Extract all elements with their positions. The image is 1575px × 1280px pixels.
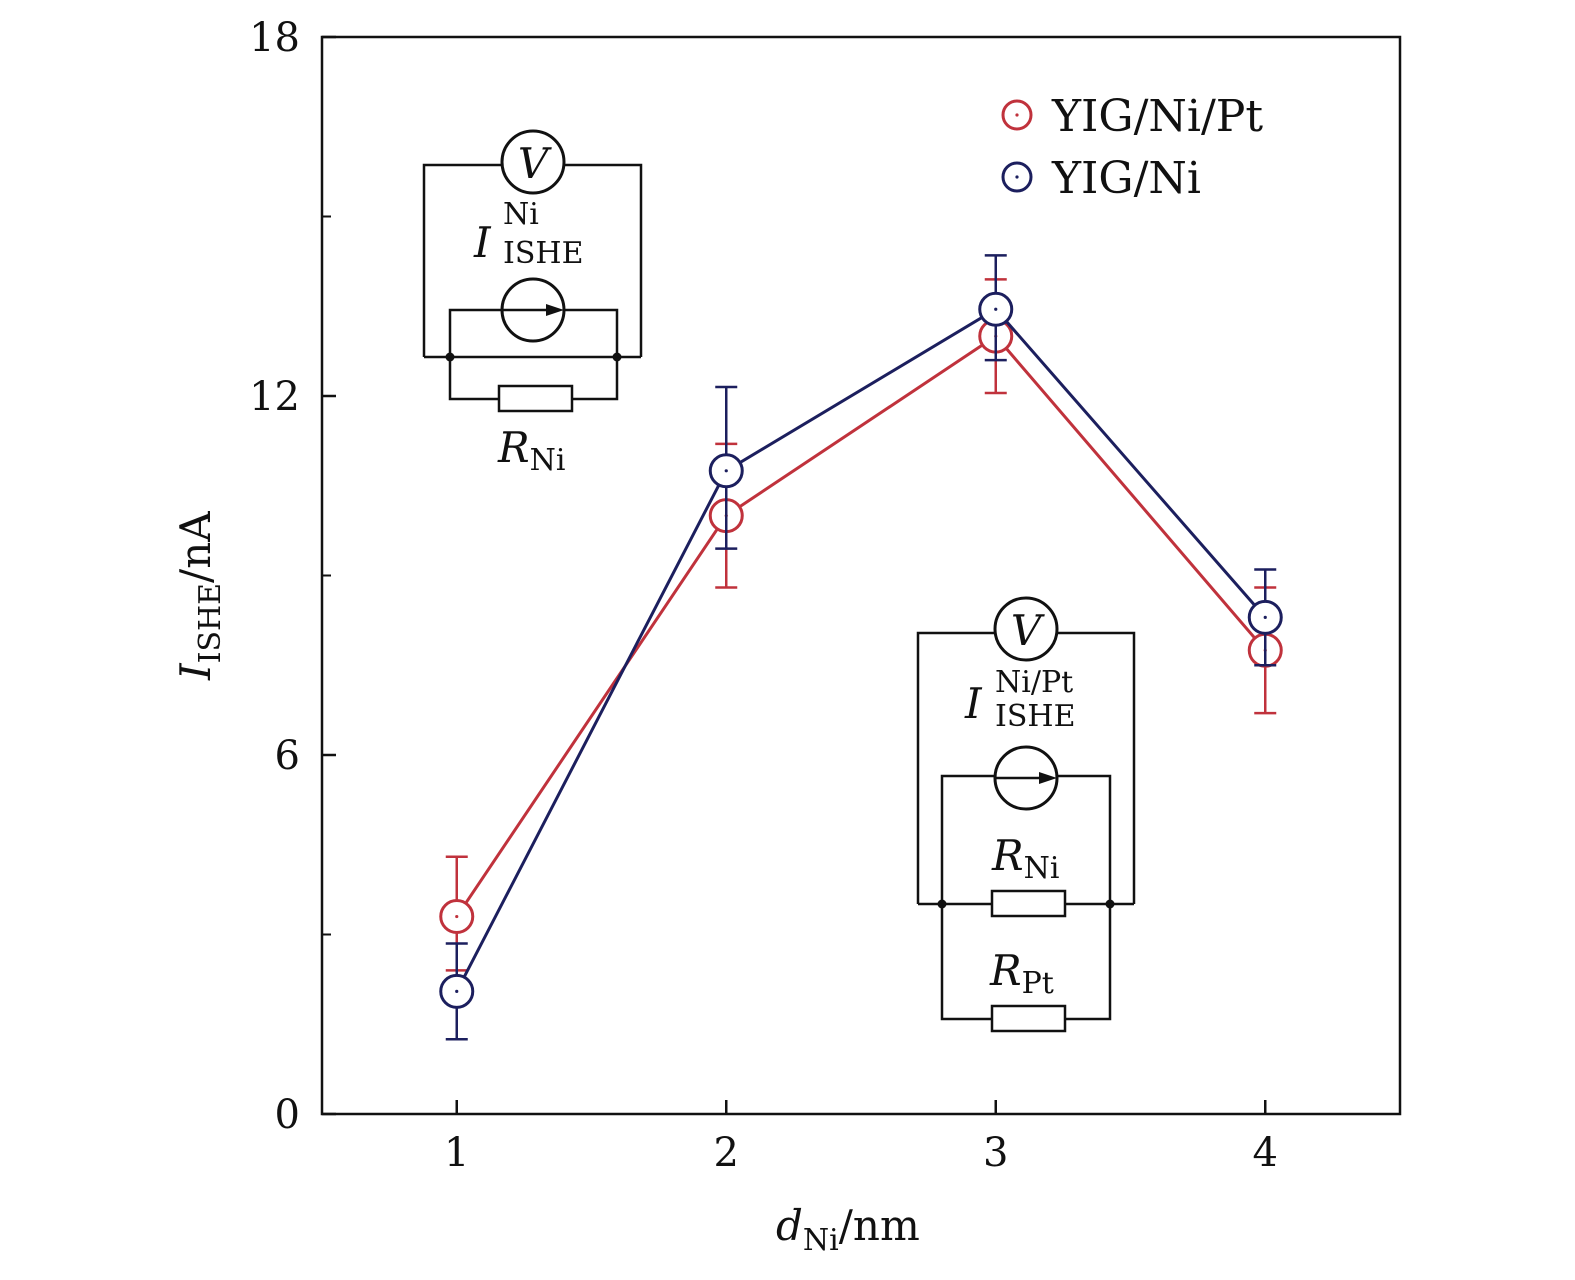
inset1-resistor-wire [448, 357, 619, 401]
data-point-center [994, 307, 998, 311]
series-yig-ni [439, 254, 1283, 1041]
inset1-node-right [612, 352, 622, 362]
x-tick-label: 4 [1253, 1130, 1278, 1176]
inset1-outer-wire [422, 163, 643, 357]
x-axis-label-sub: Ni [803, 1223, 839, 1258]
data-point-center [724, 469, 728, 473]
legend-entry-yig-ni: YIG/Ni [1001, 153, 1201, 204]
inset2-current-sub: ISHE [995, 699, 1075, 734]
inset2-resistor-pt-main: R [989, 946, 1022, 995]
inset1-resistor-sub: Ni [530, 443, 566, 478]
y-tick-label: 18 [249, 15, 300, 61]
inset2-voltmeter-label: V [1011, 606, 1045, 655]
inset1-current-main: I [473, 218, 492, 267]
inset1-source-wire [448, 308, 619, 357]
y-axis-label-sub: ISHE [193, 583, 228, 663]
y-tick-label: 12 [249, 374, 300, 420]
legend-marker-yig-ni [1001, 161, 1033, 193]
inset2-resistor-ni-main: R [991, 831, 1024, 880]
inset2-resistor-ni-sub: Ni [1024, 851, 1060, 886]
inset-circuit-ni: V I Ni ISHE RNi [422, 129, 643, 478]
inset1-voltmeter-icon [500, 129, 566, 195]
plot-frame [320, 35, 1402, 1116]
inset2-current-label: I [964, 679, 983, 728]
inset1-resistor-main: R [497, 423, 530, 472]
inset2-current-arrowhead-icon [1039, 772, 1057, 784]
legend-marker-dot-yig-ni-pt [1015, 113, 1019, 117]
inset1-voltmeter-label: V [518, 139, 552, 188]
inset2-current-main: I [964, 679, 983, 728]
inset1-node-left [445, 352, 455, 362]
inset2-source-wire [940, 774, 1112, 904]
series-yig-ni-pt [439, 278, 1283, 972]
x-axis-label-unit: /nm [839, 1201, 920, 1250]
series-group [439, 254, 1283, 1041]
y-tick-label: 0 [275, 1092, 300, 1138]
legend-label-yig-ni-pt: YIG/Ni/Pt [1051, 91, 1263, 142]
inset2-node-right [1105, 899, 1115, 909]
legend-marker-dot-yig-ni [1015, 175, 1019, 179]
y-axis-label-main: I [171, 662, 220, 681]
legend-marker-yig-ni-pt [1001, 99, 1033, 131]
inset2-resistor-pt-icon [990, 1004, 1067, 1033]
series-line [455, 334, 1267, 918]
inset2-outer-wire [916, 631, 1136, 904]
inset-circuit-ni-pt: V I Ni/Pt ISHE RNi RPt [916, 596, 1136, 1033]
inset1-resistor-icon [497, 384, 574, 413]
data-point-center [455, 914, 459, 919]
inset1-current-label: I [473, 218, 492, 267]
data-point-center [1263, 615, 1267, 619]
inset1-current-sub: ISHE [503, 236, 583, 271]
y-axis-label-unit: /nA [171, 511, 220, 583]
inset2-resistor-pt-label: RPt [989, 946, 1054, 1001]
legend-entry-yig-ni-pt: YIG/Ni/Pt [1001, 91, 1263, 142]
inset2-resistor-ni-label: RNi [991, 831, 1059, 886]
inset2-resistor-pt-sub: Pt [1022, 966, 1054, 1001]
inset2-voltmeter-icon [993, 596, 1059, 662]
x-tick-label: 3 [983, 1130, 1008, 1176]
x-axis-label: dNi/nm [776, 1201, 920, 1258]
y-tick-label: 6 [275, 733, 300, 779]
inset2-resistor-ni-icon [990, 889, 1067, 918]
inset1-current-arrowhead-icon [546, 304, 564, 316]
series-line [455, 307, 1267, 993]
inset1-current-sup: Ni [503, 197, 539, 232]
data-point-center [455, 989, 459, 993]
inset1-resistor-label: RNi [497, 423, 565, 478]
inset2-current-sup: Ni/Pt [995, 665, 1073, 700]
x-tick-label: 2 [714, 1130, 739, 1176]
x-axis-label-main: d [776, 1201, 803, 1250]
inset2-pt-branch-wire [940, 904, 1112, 1021]
x-tick-label: 1 [444, 1130, 469, 1176]
y-axis-label: IISHE/nA [171, 511, 228, 681]
legend-label-yig-ni: YIG/Ni [1051, 153, 1201, 204]
inset2-node-left [937, 899, 947, 909]
legend: YIG/Ni/Pt YIG/Ni [1001, 91, 1263, 204]
